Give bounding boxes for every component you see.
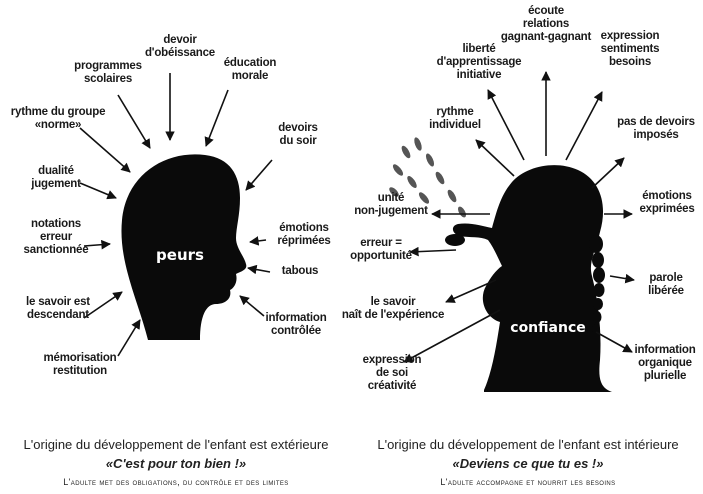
arrow [79,182,117,200]
left-caption-line1: L'origine du développement de l'enfant e… [23,437,329,452]
arrow [403,309,501,363]
arrow [487,89,525,161]
label-pas-devoirs: pas de devoirs imposés [617,116,695,141]
left-arrows [79,73,273,357]
label-savoir-experience: le savoir naît de l'expérience [341,296,445,321]
arrow [83,239,111,250]
arrow [609,273,635,284]
child-head-silhouette [121,154,247,340]
label-information-controlee: information contrôlée [265,312,327,337]
arrow [117,319,141,357]
label-unite-non-jugement: unité non-jugement [354,192,428,217]
label-education-morale: éducation morale [223,57,277,82]
arrow [591,157,625,189]
right-caption-line1: L'origine du développement de l'enfant e… [377,437,679,452]
label-memorisation: mémorisation restitution [43,352,117,377]
arrow [249,236,267,246]
label-expression-sentiments: expression sentiments besoins [600,30,660,68]
arrow [565,91,603,161]
label-parole-liberee: parole libérée [648,272,684,297]
label-programmes-scolaires: programmes scolaires [74,60,142,85]
label-peurs: peurs [156,246,204,264]
label-emotions-exprimees: émotions exprimées [639,190,695,215]
arrow [204,89,229,147]
right-arrows [403,71,635,363]
label-devoirs-soir: devoirs du soir [278,122,318,147]
label-notations: notations erreur sanctionnée [23,218,89,256]
arrow [409,246,457,257]
label-rythme-groupe: rythme du groupe «norme» [10,106,106,131]
right-caption-quote: «Deviens ce que tu es !» [452,456,604,471]
arrow [245,159,273,191]
arrow [83,291,123,319]
label-confiance: confiance [510,320,586,336]
label-devoir-obeissance: devoir d'obéissance [144,34,215,59]
arrow [595,331,633,353]
label-ecoute-relations: écoute relations gagnant-gagnant [500,5,592,43]
label-emotions-reprimees: émotions réprimées [277,222,331,247]
girl-silhouette [445,165,612,392]
label-savoir-descendant: le savoir est descendant [26,296,90,321]
left-caption-line3: L'adulte met des obligations, du contrôl… [63,477,289,487]
arrow [79,127,131,173]
label-expression-creativite: expression de soi créativité [362,354,422,392]
label-information-organique: information organique plurielle [634,344,696,382]
label-rythme-individuel: rythme individuel [429,106,481,131]
arrow [117,94,151,149]
arrow [475,139,515,177]
label-erreur-opportunite: erreur = opportunité [350,237,412,262]
arrow [247,264,271,275]
arrow [445,279,497,303]
left-caption-quote: «C'est pour ton bien !» [105,456,247,471]
right-caption-line3: L'adulte accompagne et nourrit les besoi… [440,477,616,487]
label-tabous: tabous [281,265,319,277]
label-dualite-jugement: dualité jugement [31,165,81,190]
label-liberte-apprentissage: liberté d'apprentissage initiative [436,43,522,81]
arrow [239,295,265,317]
